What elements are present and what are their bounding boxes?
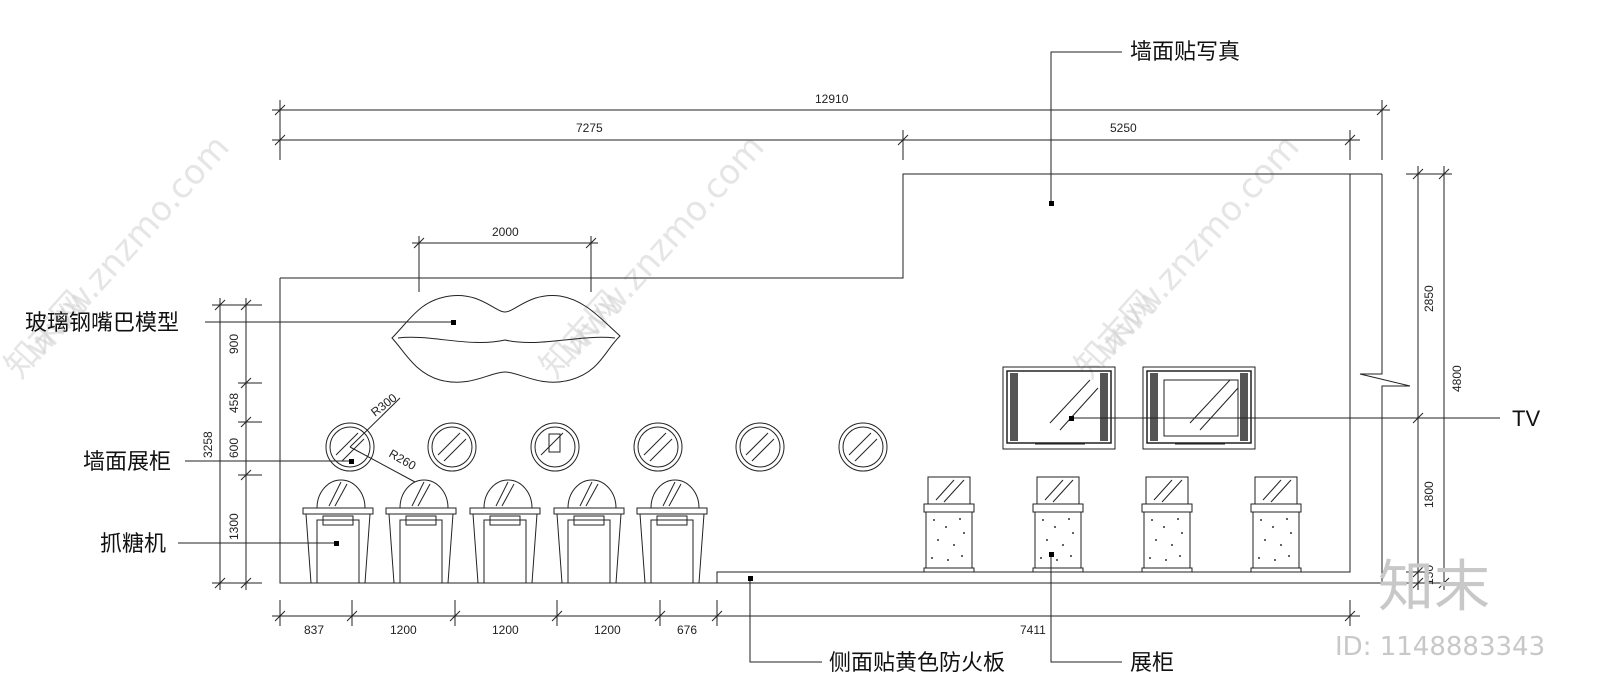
watermark-group: www.znzmo.com 知末网 www.znzmo.com 知末网 www.… [0,127,1307,386]
dim-text-7411: 7411 [1020,623,1046,637]
marker [748,576,753,581]
dim-tick [551,610,563,622]
dim-tick [214,577,226,589]
wall-cabinet-circle [530,422,580,472]
label-wall-cabinet: 墙面展柜 [83,450,171,475]
label-fireproof-board: 侧面贴黄色防火板 [829,651,1005,676]
radius-text-300: R300 [368,390,399,419]
wall-cabinet-circle [325,422,375,472]
granite-texture [1149,518,1183,561]
leader-markers [334,201,1074,581]
dim-tick [1412,168,1424,180]
marker [451,320,456,325]
wall-cabinet-circle [735,422,785,472]
dim-text-600: 600 [227,438,241,458]
claw-machine [636,479,708,584]
leader-display [1050,554,1122,663]
dim-tick [240,377,252,389]
marker [1049,201,1054,206]
label-display-cabinet: 展柜 [1130,651,1174,676]
tv-screen [1142,366,1256,450]
radius-leader-300 [349,397,401,448]
dim-text-837: 837 [304,623,324,637]
watermark-logo: 知末 [1378,555,1490,620]
dim-tick [346,610,358,622]
dim-text-1200-c: 1200 [594,623,621,637]
dim-tick [274,104,286,116]
dim-text-lips: 2000 [492,225,519,239]
dim-tick [274,134,286,146]
display-cabinet [923,476,975,573]
dim-tick [1344,134,1356,146]
marker [334,541,339,546]
dim-tick [1376,104,1388,116]
display-cabinet [1250,476,1302,573]
display-cabinet-group [923,476,1302,573]
wall-cabinet-group [325,422,888,472]
radius-leader-260 [349,446,416,483]
dim-tick [1438,168,1450,180]
dim-text-900: 900 [227,334,241,354]
display-cabinet [1032,476,1084,573]
granite-texture [1258,518,1292,561]
dim-tick [585,237,597,249]
dim-text-right: 5250 [1110,121,1137,135]
break-line [1359,174,1411,583]
marker [1069,416,1074,421]
dim-text-3258: 3258 [201,431,215,458]
claw-machine-group [302,479,708,584]
dim-text-1800: 1800 [1422,481,1436,508]
label-wall-photo: 墙面贴写真 [1130,40,1240,65]
leader-wall-photo [1050,51,1122,203]
claw-machine [553,479,625,584]
label-claw-machine: 抓糖机 [100,532,166,557]
wall-cabinet-circle [633,422,683,472]
claw-machine [385,479,457,584]
watermark-id: ID: 1148883343 [1335,632,1545,662]
tv-group [1002,366,1256,450]
dim-text-1300: 1300 [227,513,241,540]
granite-texture [1040,518,1074,561]
wall-cabinet-circle [838,422,888,472]
claw-machine [302,479,374,584]
dim-text-2850: 2850 [1422,285,1436,312]
display-cabinet [1141,476,1193,573]
dim-tick [1412,566,1424,578]
marker [349,459,354,464]
watermark-brand-2: 知末网 [532,283,630,386]
dim-tick [449,610,461,622]
tv-screen [1002,366,1116,450]
dim-tick [413,237,425,249]
dim-tick [214,299,226,311]
dim-tick [240,299,252,311]
dim-text-overall: 12910 [815,92,849,106]
dim-text-4800: 4800 [1450,365,1464,392]
label-tv: TV [1512,406,1540,431]
dim-tick [1438,577,1450,589]
dim-text-1200-a: 1200 [390,623,417,637]
dim-tick [1344,610,1356,622]
lips-center-line [397,336,616,343]
dim-tick [274,610,286,622]
marker [1049,552,1054,557]
dim-tick [897,134,909,146]
dim-text-1200-b: 1200 [492,623,519,637]
dim-tick [240,416,252,428]
label-lips-model: 玻璃钢嘴巴模型 [25,311,179,336]
dim-text-150: 150 [1422,565,1436,585]
leader-fireproof [749,578,822,663]
wall-cabinet-circle [427,422,477,472]
dim-tick [1412,577,1424,589]
dim-tick [240,469,252,481]
claw-machine [469,479,541,584]
granite-texture [931,518,965,561]
dim-tick [240,577,252,589]
dim-text-676: 676 [677,623,697,637]
dim-text-458: 458 [227,393,241,413]
lips-model [391,294,621,383]
dim-tick [654,610,666,622]
dim-tick [711,610,723,622]
dim-text-left: 7275 [576,121,603,135]
